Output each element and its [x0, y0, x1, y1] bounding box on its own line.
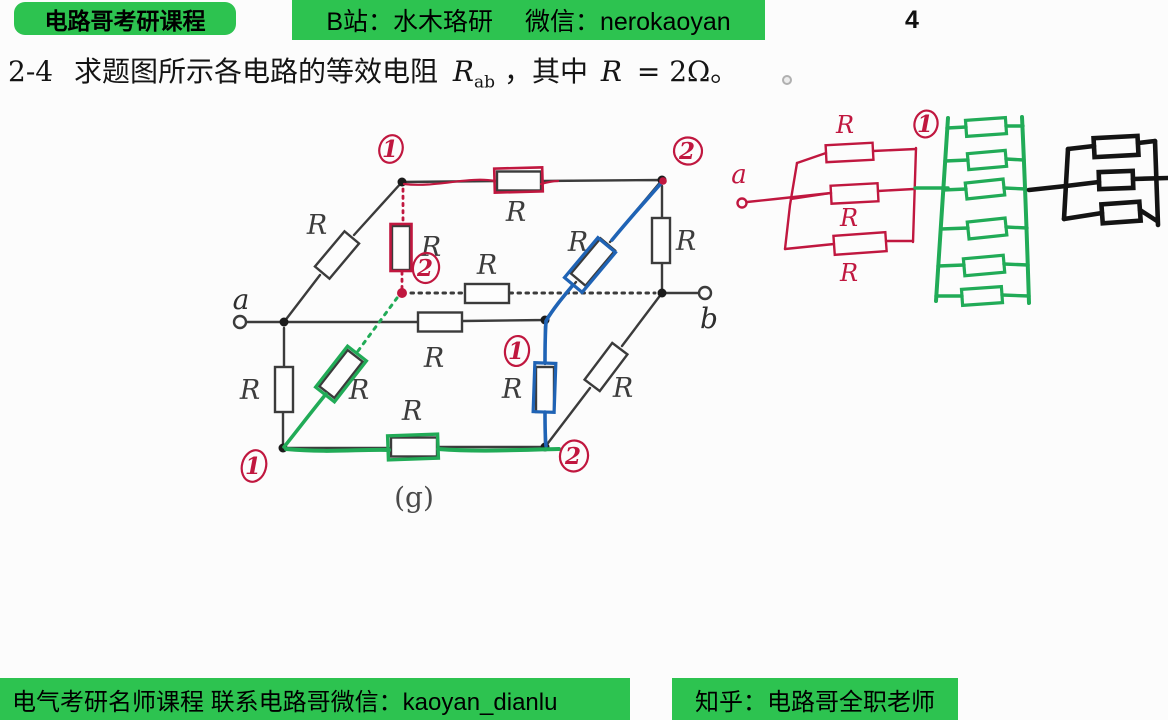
resistor-box	[313, 229, 361, 281]
resistance-symbol: Rab	[452, 55, 495, 93]
resistor-label: R	[420, 232, 441, 263]
red-hand-annotations	[240, 134, 704, 483]
resistor-box	[389, 436, 439, 458]
resistor-box	[650, 216, 672, 265]
footer-right-banner: 知乎：电路哥全职老师	[672, 678, 958, 720]
resistor-label: R	[501, 374, 522, 405]
sketch-terminal-a-label: a	[731, 160, 747, 190]
resistor-box	[317, 348, 365, 400]
given-value: = 2Ω。	[636, 55, 739, 88]
green-equiv-sketch	[913, 115, 1031, 308]
resistor-label: R	[401, 396, 422, 427]
sketch-resistor-label-top: R	[835, 111, 854, 139]
footer-left-banner: 电气考研名师课程 联系电路哥微信：kaoyan_dianlu	[0, 678, 630, 720]
given-symbol: R	[600, 55, 622, 88]
sketch-resistor-label-mid: R	[839, 204, 858, 232]
problem-number: 2-4	[8, 55, 54, 88]
green-hand-trace	[282, 296, 561, 462]
resistor-box	[582, 341, 630, 393]
black-equiv-sketch	[1026, 133, 1168, 228]
figure-caption: (g)	[394, 481, 434, 514]
circuit-terminals	[232, 285, 713, 330]
resistor-box	[390, 224, 412, 272]
node-mark-bottom-left: 1	[245, 453, 261, 480]
channel-banner: B站：水木珞研 微信：nerokaoyan	[292, 0, 765, 40]
resistor-box	[463, 282, 511, 305]
resistor-box	[534, 365, 556, 414]
resistor-label: R	[675, 226, 696, 257]
resistor-boxes	[273, 170, 672, 458]
resistor-box	[273, 365, 295, 414]
resistor-label: R	[423, 343, 444, 374]
page-number: 4	[905, 6, 919, 34]
resistor-label: R	[239, 375, 260, 406]
sketch-resistor-label-bottom: R	[839, 259, 858, 287]
resistor-label: R	[505, 197, 526, 228]
terminal-b-label: b	[700, 302, 718, 335]
circuit-nodes	[278, 175, 667, 453]
blue-hand-trace	[531, 179, 665, 448]
resistor-label: R	[348, 375, 369, 406]
problem-text-middle: ，其中	[503, 55, 588, 88]
terminal-b-circle	[697, 285, 713, 301]
course-badge: 电路哥考研课程	[14, 2, 236, 35]
terminal-a-label: a	[233, 283, 250, 316]
resistor-box	[495, 170, 543, 192]
resistance-r: R	[452, 55, 475, 88]
resistor-label: R	[612, 373, 633, 404]
node-mark-hidden-mid: 2	[416, 255, 433, 282]
node-mark-bottom-right: 2	[564, 443, 581, 470]
terminal-a-circle	[232, 314, 248, 330]
resistor-label: R	[476, 250, 497, 281]
resistor-box	[416, 311, 464, 333]
resistor-label: R	[306, 210, 327, 241]
resistor-label: R	[567, 227, 588, 258]
problem-statement: 2-4 求题图所示各电路的等效电阻 Rab ，其中 R = 2Ω。	[8, 50, 738, 93]
node-mark-top-right: 2	[678, 138, 695, 165]
problem-text: 求题图所示各电路的等效电阻	[74, 55, 439, 88]
gray-dot	[782, 75, 792, 85]
resistance-subscript: ab	[474, 72, 496, 93]
node-mark-front-right: 1	[508, 338, 524, 365]
sketch-node-mark: 1	[917, 111, 933, 138]
node-mark-top-left: 1	[382, 136, 398, 163]
red-equiv-sketch	[736, 109, 939, 257]
